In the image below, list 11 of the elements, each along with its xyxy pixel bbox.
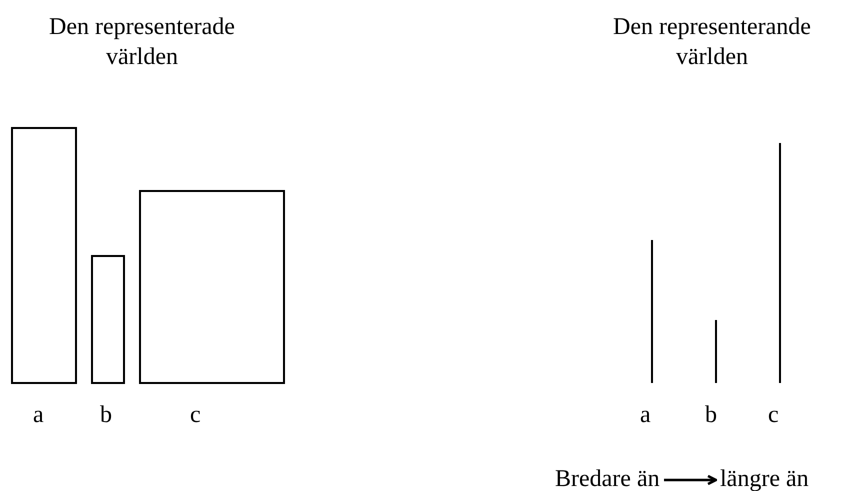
axis-letter: a [640,401,651,430]
axis-letter: c [768,401,779,430]
caption-text: Bredare än [555,464,660,491]
heading-text: Den representerade världen [48,13,236,72]
caption-text: längre än [720,464,809,491]
heading-text: Den representerande världen [612,13,812,72]
axis-letter: c [190,401,201,430]
axis-letter: a [33,401,44,430]
arrow [664,474,718,486]
axis-letter: b [100,401,112,430]
axis-letter: b [705,401,717,430]
